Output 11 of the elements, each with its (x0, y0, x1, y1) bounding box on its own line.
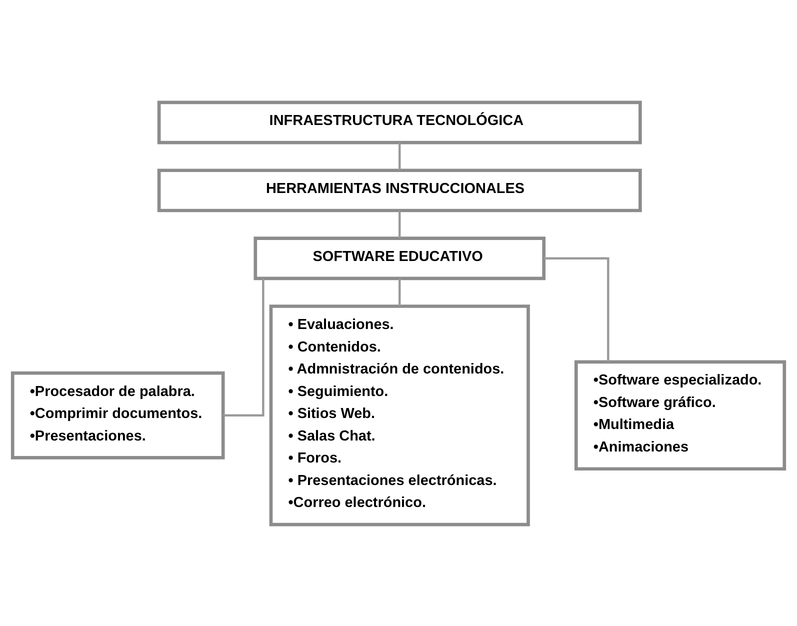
node-box: HERRAMIENTAS INSTRUCCIONALES (157, 168, 642, 212)
node-box: SOFTWARE EDUCATIVO (254, 236, 546, 280)
connector (398, 278, 401, 306)
node-box: •Software especializado. •Software gráfico. •Multimedia •Animaciones (574, 360, 786, 470)
node-box: • Evaluaciones. • Contenidos. • Admnistración de contenidos. • Seguimiento. • Sitios Web. • Salas Chat. • Foros. • Presentaciones electrónicas. •Correo electrónico. (269, 304, 530, 526)
connector (223, 278, 264, 416)
node-box: •Procesador de palabra. •Comprimir documentos. •Presentaciones. (10, 370, 225, 459)
connector (544, 256, 610, 362)
connector (398, 142, 401, 170)
node-box: INFRAESTRUCTURA TECNOLÓGICA (157, 100, 642, 144)
connector (398, 210, 401, 238)
